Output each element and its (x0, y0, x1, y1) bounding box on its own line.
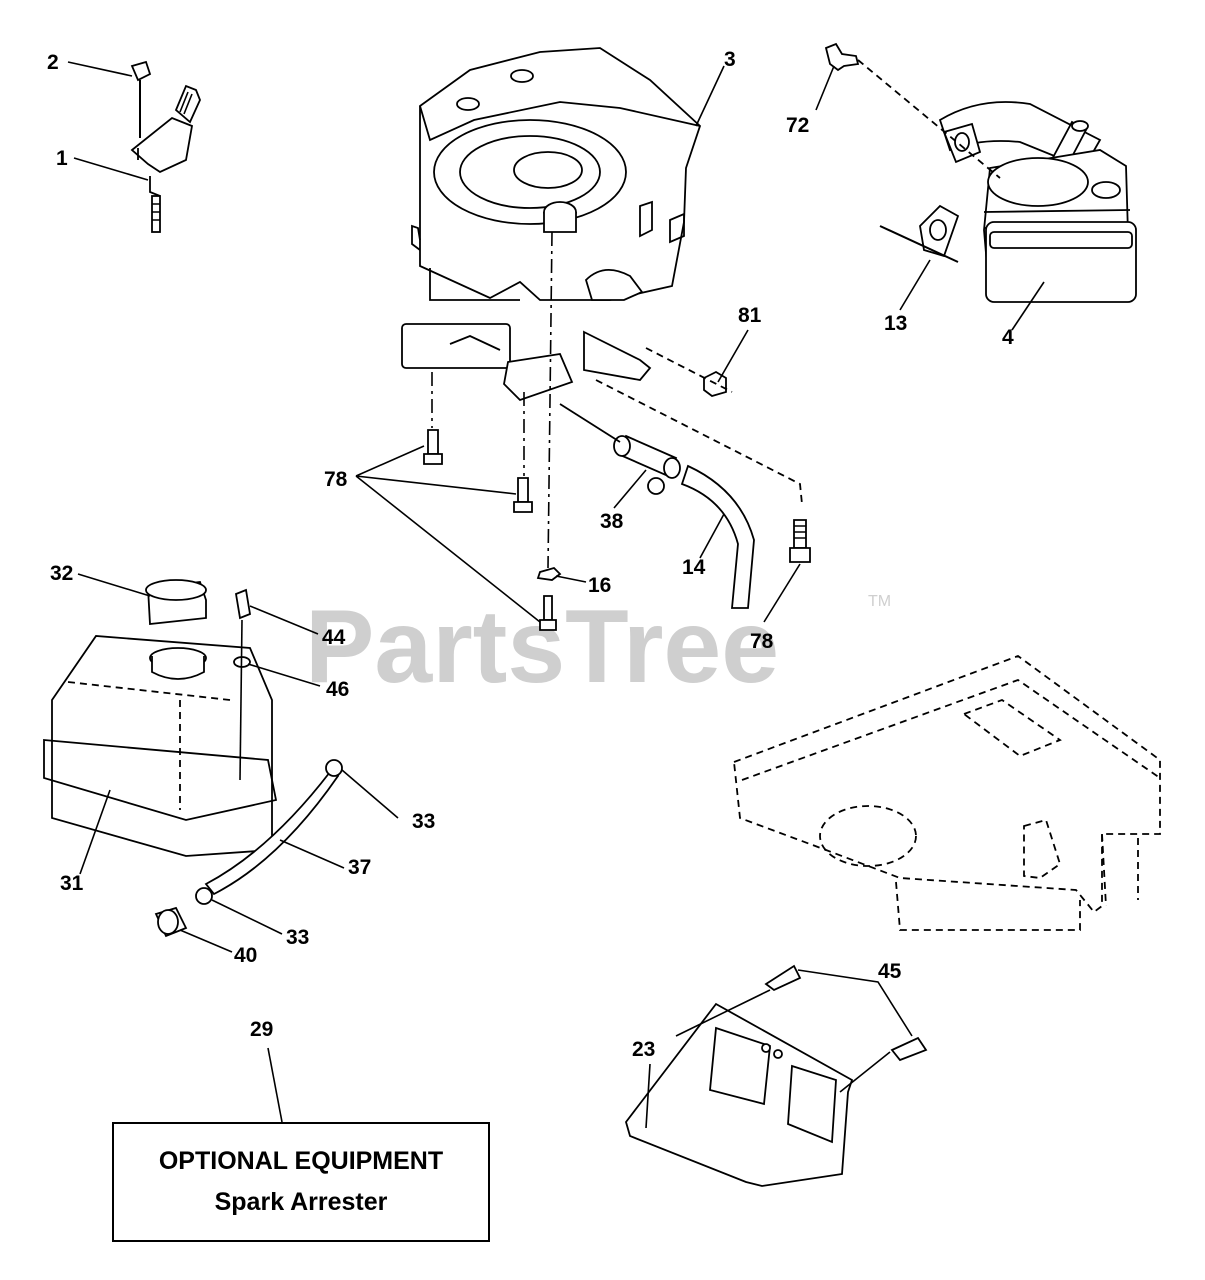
leader-lines (67, 61, 1045, 1129)
frame-outline (733, 654, 1161, 931)
muffler-part (824, 42, 1137, 303)
callout-31: 31 (60, 872, 84, 895)
callout-40: 40 (234, 944, 257, 967)
callout-4: 4 (1002, 326, 1014, 349)
callout-46: 46 (326, 678, 349, 701)
callout-38: 38 (600, 510, 624, 533)
callout-23: 23 (632, 1038, 655, 1061)
callout-81: 81 (738, 304, 762, 327)
optional-equipment-subtitle: Spark Arrester (214, 1188, 388, 1216)
callout-3: 3 (724, 48, 736, 71)
optional-equipment-title: OPTIONAL EQUIPMENT (158, 1147, 444, 1175)
watermark-trademark: TM (868, 593, 891, 610)
callout-2: 2 (47, 51, 59, 74)
bolts-78 (423, 429, 811, 631)
callout-37: 37 (348, 856, 371, 879)
callout-45: 45 (878, 960, 902, 983)
optional-equipment-box: OPTIONAL EQUIPMENT Spark Arrester (112, 1122, 490, 1242)
callout-72: 72 (786, 114, 809, 137)
fuel-tank-part (43, 579, 278, 857)
callout-32: 32 (50, 562, 73, 585)
callout-44: 44 (322, 626, 346, 649)
spark-arrester-part (625, 964, 928, 1187)
callout-13: 13 (884, 312, 907, 335)
callout-16: 16 (588, 574, 611, 597)
callout-78-left: 78 (324, 468, 348, 491)
engine-part (401, 47, 702, 402)
throttle-control-part (130, 60, 201, 233)
callout-78-right: 78 (750, 630, 774, 653)
callout-29: 29 (250, 1018, 273, 1041)
callout-33-lower: 33 (286, 926, 309, 949)
callout-1: 1 (56, 147, 68, 170)
watermark-text: PartsTree (305, 589, 779, 705)
callout-33-upper: 33 (412, 810, 435, 833)
callout-14: 14 (682, 556, 706, 579)
fuel-filter-part (559, 403, 681, 495)
